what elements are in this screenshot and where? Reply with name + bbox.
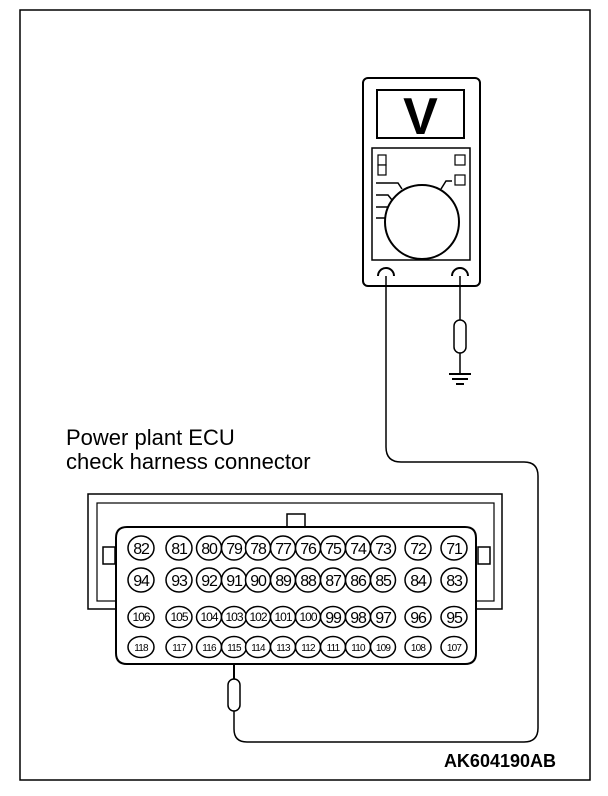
pin-71-socket — [440, 535, 468, 561]
pin-112-label: 112 — [301, 643, 316, 654]
connector-face — [115, 526, 477, 665]
figure-frame — [19, 9, 591, 781]
pin-77-label: 77 — [275, 541, 292, 558]
pin-114-label: 114 — [251, 643, 266, 654]
pin-89-label: 89 — [275, 573, 292, 590]
pin-71-label: 71 — [446, 541, 463, 558]
pin-83-label: 83 — [446, 573, 463, 590]
pin-116-label: 116 — [202, 643, 217, 654]
pin-72-socket — [404, 535, 432, 561]
pin-88-label: 88 — [300, 573, 317, 590]
pin-72-label: 72 — [410, 541, 427, 558]
pin-105-label: 105 — [170, 610, 188, 624]
pin-84-socket — [404, 567, 432, 593]
pin-94-label: 94 — [133, 573, 150, 590]
pin-97-label: 97 — [375, 610, 392, 627]
pin-117-socket — [165, 635, 193, 659]
pin-79-label: 79 — [226, 541, 243, 558]
pin-109-socket — [369, 635, 397, 659]
pin-96-label: 96 — [410, 610, 427, 627]
pin-104-label: 104 — [200, 610, 218, 624]
test-lead-wire — [233, 276, 539, 743]
pin-111-label: 111 — [327, 643, 341, 654]
pin-74-label: 74 — [350, 541, 367, 558]
pin-82-socket — [127, 535, 155, 561]
pin-86-label: 86 — [350, 573, 367, 590]
pin-85-socket — [369, 567, 397, 593]
pin-81-label: 81 — [171, 541, 188, 558]
harness-connector: 82 81 80 79 78 77 76 75 74 73 72 71 94 93 92 91 90 89 88 87… — [87, 493, 503, 665]
pin-73-socket — [369, 535, 397, 561]
pin-108-label: 108 — [411, 643, 427, 654]
pin-109-label: 109 — [376, 643, 392, 654]
meter-v-jack — [451, 267, 469, 277]
ground-probe — [453, 319, 467, 354]
meter-rotary-dial — [384, 184, 460, 260]
pin-93-socket — [165, 567, 193, 593]
pin-90-label: 90 — [250, 573, 267, 590]
pin-96-socket — [404, 605, 432, 629]
meter-mode-symbol: V — [403, 88, 438, 146]
pin-73-label: 73 — [375, 541, 392, 558]
pin-grid: 82 81 80 79 78 77 76 75 74 73 72 71 94 93 92 91 90 89 88 87… — [127, 535, 468, 659]
pin-110-label: 110 — [351, 643, 366, 654]
pin-107-label: 107 — [447, 643, 463, 654]
pin-98-label: 98 — [350, 610, 367, 627]
pin-106-label: 106 — [132, 610, 150, 624]
pin-80-label: 80 — [201, 541, 218, 558]
pin-106-socket — [127, 605, 155, 629]
pin-117-label: 117 — [172, 643, 187, 654]
pin-81-socket — [165, 535, 193, 561]
pin-115-label: 115 — [227, 643, 242, 654]
pin-108-socket — [404, 635, 432, 659]
pin-103-label: 103 — [225, 610, 243, 624]
pin-75-label: 75 — [325, 541, 342, 558]
pin-102-label: 102 — [249, 610, 267, 624]
pin-95-label: 95 — [446, 610, 463, 627]
pin-101-label: 101 — [274, 610, 292, 624]
meter-com-jack — [377, 267, 395, 277]
pin-87-label: 87 — [325, 573, 342, 590]
pin-95-socket — [440, 605, 468, 629]
pin-113-label: 113 — [276, 643, 291, 654]
ground-lead — [449, 276, 471, 385]
pin-83-socket — [440, 567, 468, 593]
voltmeter: V — [362, 77, 481, 287]
pin-99-label: 99 — [325, 610, 342, 627]
pin-107-socket — [440, 635, 468, 659]
pin-82-label: 82 — [133, 541, 150, 558]
meter-display — [376, 89, 465, 139]
pin-105-socket — [165, 605, 193, 629]
pin-92-label: 92 — [201, 573, 218, 590]
pin-100-label: 100 — [299, 610, 317, 624]
pin-84-label: 84 — [410, 573, 427, 590]
pin-76-label: 76 — [300, 541, 317, 558]
connector-left-key — [102, 546, 116, 565]
pin-118-label: 118 — [134, 643, 149, 654]
pin-85-label: 85 — [375, 573, 392, 590]
connector-lock-tab — [286, 513, 306, 528]
pin-97-socket — [369, 605, 397, 629]
connector-label-line1: Power plant ECU — [66, 425, 235, 450]
ground-icon — [449, 373, 471, 385]
figure-code: AK604190AB — [444, 751, 556, 771]
pin-78-label: 78 — [250, 541, 267, 558]
connector-right-key — [477, 546, 491, 565]
connector-label-line2: check harness connector — [66, 449, 311, 474]
pin-91-label: 91 — [226, 573, 243, 590]
pin-118-socket — [127, 635, 155, 659]
connector-probe — [227, 678, 241, 712]
pin-94-socket — [127, 567, 155, 593]
pin-93-label: 93 — [171, 573, 188, 590]
